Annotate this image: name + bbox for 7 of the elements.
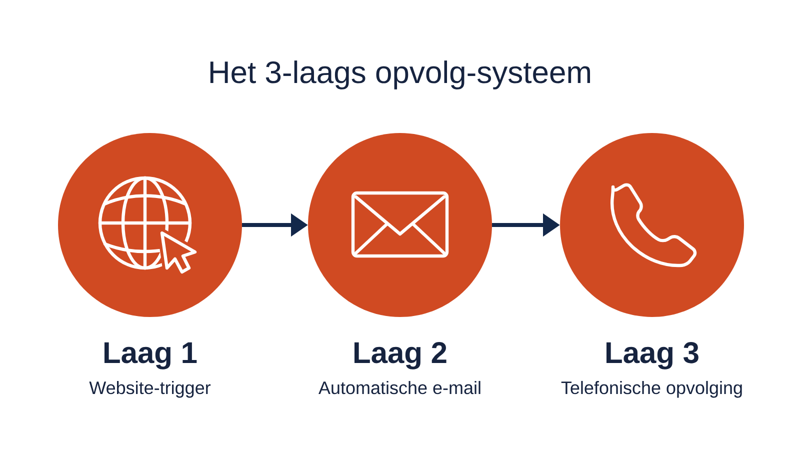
step-heading: Laag 1	[104, 342, 197, 370]
step-heading: Laag 3	[606, 342, 698, 370]
step-caption: Automatische e-mail	[318, 380, 480, 394]
step-caption: Website-trigger	[89, 380, 211, 398]
step-caption: Telefonische opvolging	[561, 380, 742, 398]
title: Het 3-laags opvolg-systeem	[210, 60, 590, 90]
step-heading: Laag 2	[354, 342, 446, 370]
